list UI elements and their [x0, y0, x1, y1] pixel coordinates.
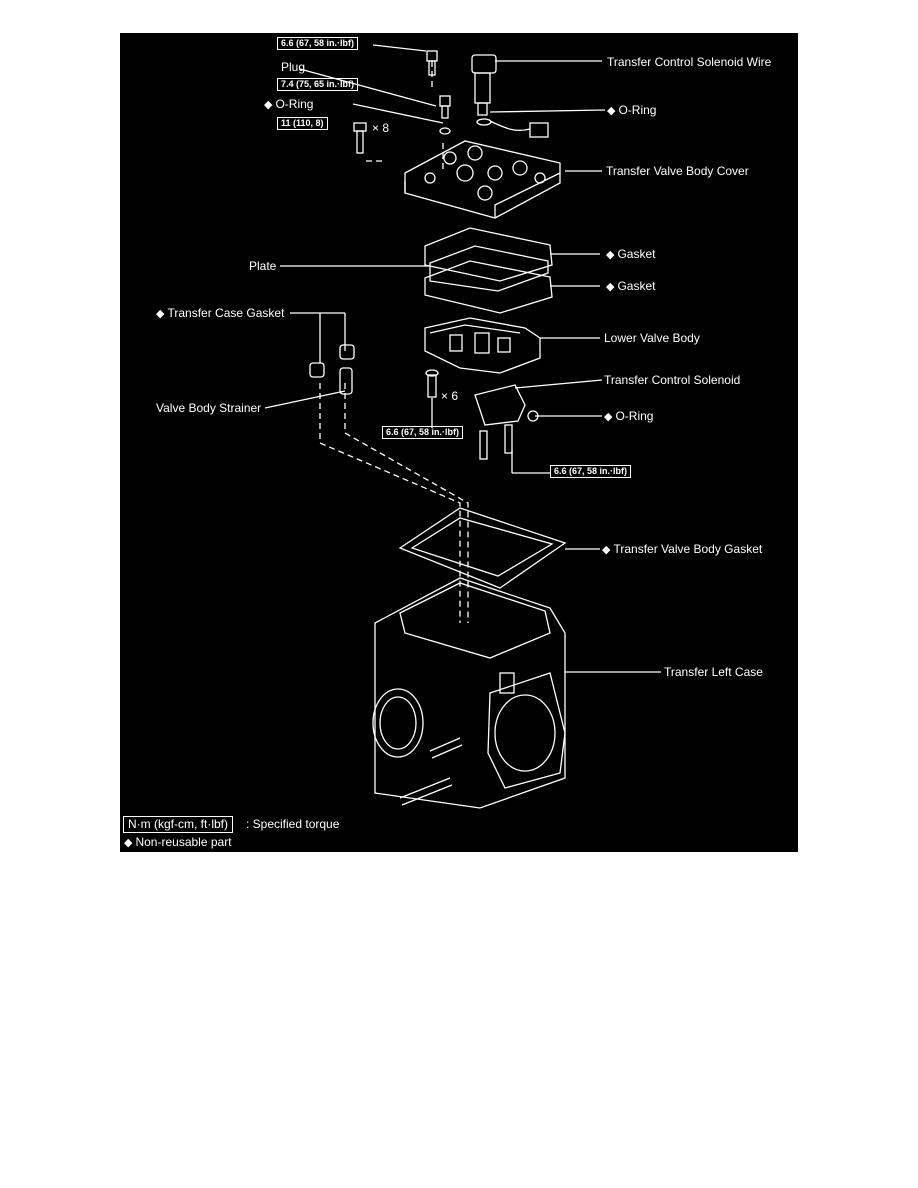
nonreusable-diamond-icon: ◆ [156, 308, 165, 320]
label-o-ring-3: ◆O-Ring [604, 409, 654, 423]
label-lower-valve-body: Lower Valve Body [604, 331, 700, 345]
torque-spec-plug: 7.4 (75, 65 in.·lbf) [277, 78, 359, 91]
label-transfer-case-gasket: ◆Transfer Case Gasket [156, 306, 285, 320]
assembly-lines [319, 61, 469, 623]
label-transfer-left-case: Transfer Left Case [664, 665, 763, 679]
nonreusable-diamond-icon: ◆ [124, 837, 133, 849]
label-transfer-control-solenoid: Transfer Control Solenoid [604, 373, 741, 387]
nonreusable-diamond-icon: ◆ [604, 411, 613, 423]
multiplier-x8: × 8 [372, 121, 390, 135]
label-o-ring-2: ◆O-Ring [607, 103, 657, 117]
nonreusable-diamond-icon: ◆ [264, 99, 273, 111]
plate-and-gaskets-shape [424, 227, 553, 314]
nonreusable-diamond-icon: ◆ [607, 105, 616, 117]
legend-torque-text: : Specified torque [246, 817, 340, 831]
transfer-left-case-shape [372, 577, 566, 809]
nonreusable-diamond-icon: ◆ [602, 544, 611, 556]
leader-lines [264, 44, 661, 673]
nonreusable-diamond-icon: ◆ [606, 249, 615, 261]
label-solenoid-wire: Transfer Control Solenoid Wire [607, 55, 772, 69]
label-valve-body-strainer: Valve Body Strainer [156, 401, 262, 415]
strainer-parts [309, 344, 355, 395]
label-valve-body-gasket: ◆Transfer Valve Body Gasket [602, 542, 763, 556]
torque-spec-lower-valve: 6.6 (67, 58 in.·lbf) [382, 426, 464, 439]
legend-nonreusable: ◆Non-reusable part [124, 835, 232, 849]
label-gasket-1: ◆Gasket [606, 247, 656, 261]
valve-body-gasket-shape [398, 507, 567, 589]
top-fasteners [353, 50, 549, 154]
label-gasket-2: ◆Gasket [606, 279, 656, 293]
solenoid-parts [425, 369, 539, 460]
label-plug: Plug [281, 60, 306, 74]
nonreusable-diamond-icon: ◆ [606, 281, 615, 293]
label-valve-body-cover: Transfer Valve Body Cover [606, 164, 749, 178]
diagram-drawing [264, 44, 661, 809]
label-plate: Plate [249, 259, 277, 273]
lower-valve-body-shape [424, 317, 541, 374]
torque-spec-solenoid: 6.6 (67, 58 in.·lbf) [550, 465, 632, 478]
torque-spec-cover: 11 (110, 8) [277, 117, 328, 130]
label-o-ring-1: ◆O-Ring [264, 97, 314, 111]
multiplier-x6: × 6 [441, 389, 459, 403]
torque-spec-top-bolt: 6.6 (67, 58 in.·lbf) [277, 37, 359, 50]
legend-torque-box: N·m (kgf-cm, ft·lbf) [123, 816, 233, 833]
valve-body-cover-shape [404, 140, 561, 219]
exploded-parts-diagram: 6.6 (67, 58 in.·lbf) 7.4 (75, 65 in.·lbf… [120, 33, 798, 852]
